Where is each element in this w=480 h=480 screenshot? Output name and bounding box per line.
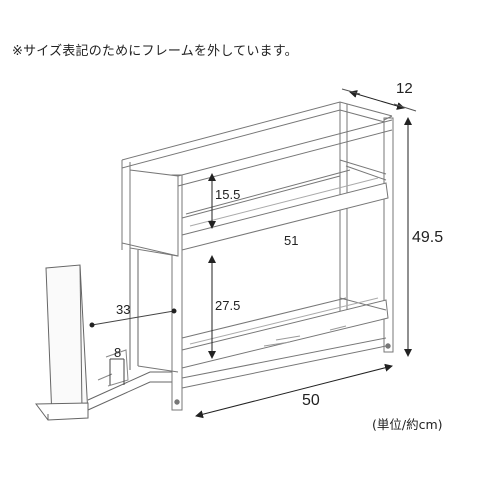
frame-depth-dim-line — [91, 310, 175, 326]
base-width-label: 50 — [302, 392, 320, 409]
width-dim-line — [195, 363, 393, 419]
upper-width-label: 51 — [284, 233, 299, 248]
frame-height-label: 8 — [114, 345, 122, 360]
depth-dim-line — [349, 90, 405, 110]
upper-shelf-height-label: 15.5 — [215, 187, 241, 202]
total-height-label: 49.5 — [412, 229, 444, 246]
shelf-body — [121, 101, 394, 411]
lower-shelf-height-label: 27.5 — [215, 298, 241, 313]
side-frame-panel — [35, 250, 178, 421]
dimension-lines — [89, 88, 417, 419]
unit-label: (単位/約cm) — [372, 417, 443, 432]
depth-label: 12 — [396, 80, 413, 97]
frame-removed-note: ※サイズ表記のためにフレームを外しています。 — [12, 44, 298, 59]
frame-depth-label: 33 — [116, 302, 131, 317]
